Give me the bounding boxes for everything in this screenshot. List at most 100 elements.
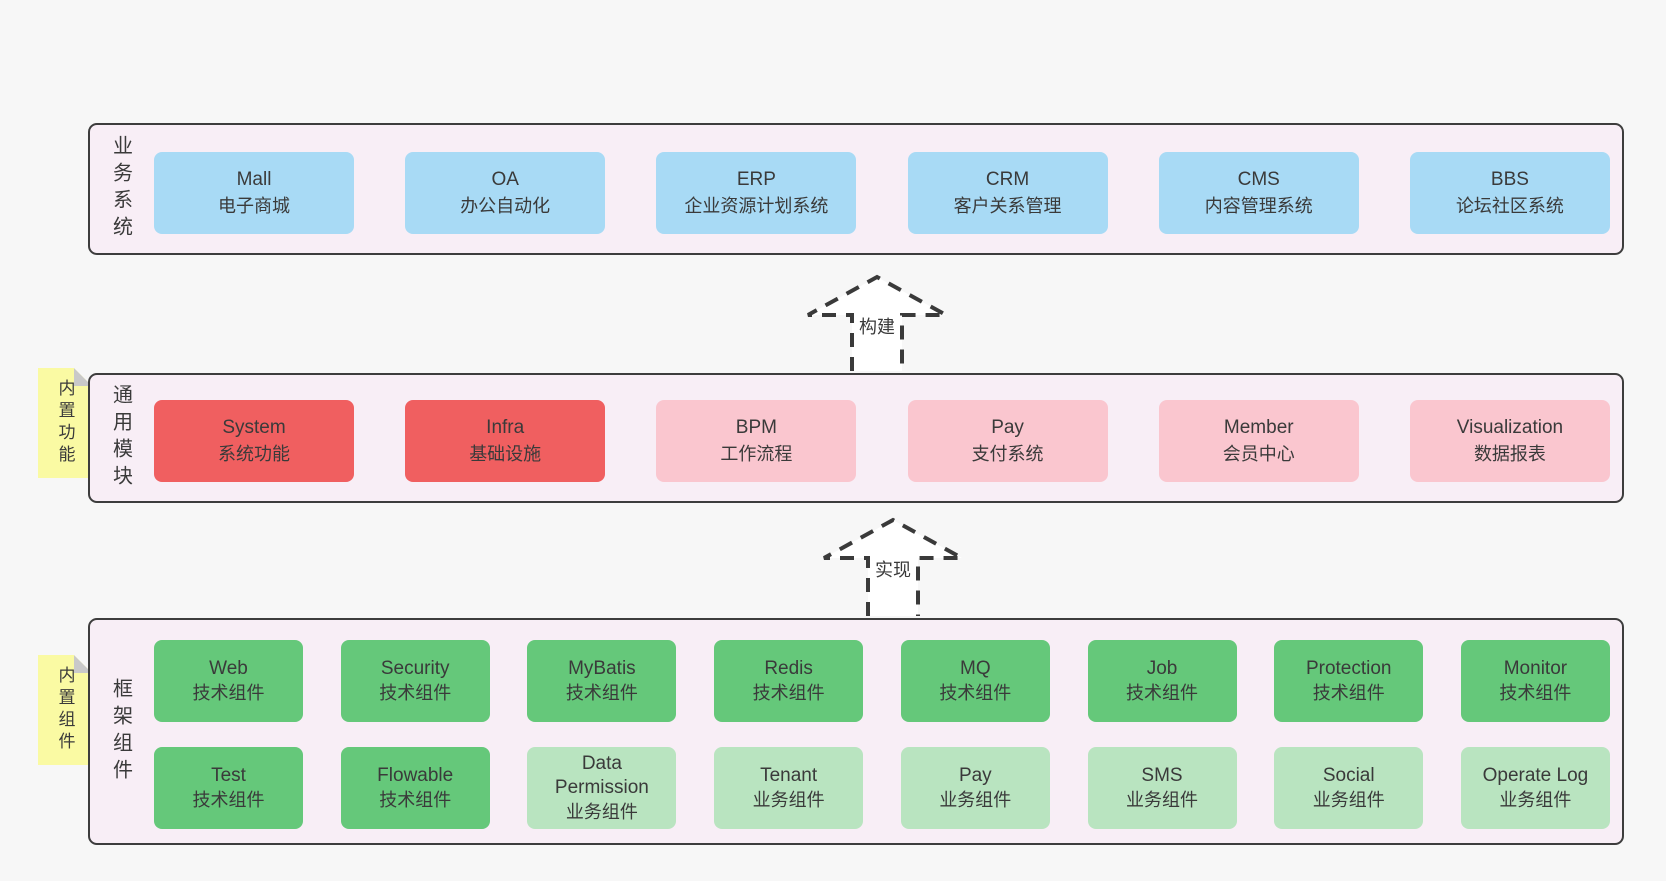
box-subtitle: 论坛社区系统 (1455, 196, 1564, 216)
box-title: CRM (985, 169, 1030, 190)
box-subtitle: 技术组件 (565, 683, 638, 703)
box-subtitle: 工作流程 (720, 444, 793, 464)
box-subtitle: 支付系统 (971, 444, 1044, 464)
box-title: Pay (991, 417, 1024, 438)
box-mq: MQ 技术组件 (900, 640, 1050, 722)
box-subtitle: 客户关系管理 (953, 196, 1062, 216)
box-web: Web 技术组件 (154, 640, 303, 722)
sticky-note-builtin-components: 内置组件 (38, 655, 92, 765)
box-job: Job 技术组件 (1087, 640, 1237, 722)
sticky-note-label: 内置功能 (55, 379, 75, 467)
box-member: Member 会员中心 (1158, 400, 1359, 482)
framework-row-1: Web 技术组件 Security 技术组件 MyBatis 技术组件 Redi… (154, 640, 1610, 722)
box-subtitle: 技术组件 (379, 790, 452, 810)
box-mall: Mall 电子商城 (154, 152, 354, 234)
box-title: Operate Log (1482, 765, 1589, 786)
section-label-business: 业务系统 (109, 135, 132, 243)
box-subtitle: 技术组件 (939, 683, 1012, 703)
section-framework-components: 框架组件 Web 技术组件 Security 技术组件 MyBatis 技术组件… (88, 618, 1624, 845)
box-title: SMS (1141, 765, 1183, 786)
box-flowable: Flowable 技术组件 (340, 747, 490, 829)
box-subtitle: 业务组件 (752, 790, 825, 810)
section-label-framework: 框架组件 (109, 677, 132, 786)
box-mybatis: MyBatis 技术组件 (527, 640, 677, 722)
box-infra: Infra 基础设施 (405, 400, 606, 482)
box-system: System 系统功能 (154, 400, 354, 482)
box-title: Redis (764, 658, 813, 679)
box-data-permission: Data Permission 业务组件 (527, 747, 677, 829)
box-pay-module: Pay 支付系统 (907, 400, 1108, 482)
box-subtitle: 技术组件 (1499, 683, 1572, 703)
box-sms: SMS 业务组件 (1087, 747, 1237, 829)
box-subtitle: 业务组件 (565, 802, 638, 822)
box-erp: ERP 企业资源计划系统 (656, 152, 857, 234)
box-test: Test 技术组件 (154, 747, 303, 829)
sticky-note-builtin-features: 内置功能 (38, 368, 92, 478)
arrow-implement: 实现 (818, 514, 968, 616)
business-row: Mall 电子商城 OA 办公自动化 ERP 企业资源计划系统 CRM 客户关系… (154, 152, 1610, 234)
box-subtitle: 技术组件 (1312, 683, 1385, 703)
section-business-systems: 业务系统 Mall 电子商城 OA 办公自动化 ERP 企业资源计划系统 CRM… (88, 123, 1624, 255)
box-visualization: Visualization 数据报表 (1409, 400, 1610, 482)
box-tenant: Tenant 业务组件 (714, 747, 864, 829)
box-oa: OA 办公自动化 (405, 152, 606, 234)
box-subtitle: 数据报表 (1473, 444, 1546, 464)
box-title: CMS (1237, 169, 1280, 190)
box-title: Flowable (377, 765, 454, 786)
box-title: Visualization (1456, 417, 1564, 438)
box-title: Tenant (760, 765, 818, 786)
box-subtitle: 技术组件 (192, 790, 265, 810)
box-title: System (222, 417, 286, 438)
box-title: Job (1146, 658, 1178, 679)
arrow-label: 构建 (854, 312, 900, 340)
arrow-build: 构建 (802, 271, 952, 371)
box-security: Security 技术组件 (340, 640, 490, 722)
box-protection: Protection 技术组件 (1274, 640, 1424, 722)
box-title: Protection (1305, 658, 1392, 679)
box-title: Test (211, 765, 246, 786)
box-title: Web (209, 658, 248, 679)
box-title: Pay (958, 765, 992, 786)
box-subtitle: 办公自动化 (460, 196, 551, 216)
box-subtitle: 系统功能 (218, 444, 290, 464)
box-title: Member (1223, 417, 1294, 438)
box-title: OA (491, 169, 519, 190)
box-cms: CMS 内容管理系统 (1158, 152, 1359, 234)
box-title: Mall (236, 169, 272, 190)
box-subtitle: 业务组件 (1312, 790, 1385, 810)
box-crm: CRM 客户关系管理 (907, 152, 1108, 234)
box-title: Infra (486, 417, 525, 438)
box-title: Monitor (1503, 658, 1568, 679)
box-title: MyBatis (568, 658, 636, 679)
box-pay-component: Pay 业务组件 (900, 747, 1050, 829)
box-subtitle: 技术组件 (379, 683, 452, 703)
framework-row-2: Test 技术组件 Flowable 技术组件 Data Permission … (154, 747, 1610, 829)
box-subtitle: 业务组件 (1126, 790, 1199, 810)
box-title: MQ (960, 658, 991, 679)
box-subtitle: 业务组件 (1499, 790, 1572, 810)
modules-row: System 系统功能 Infra 基础设施 BPM 工作流程 Pay 支付系统… (154, 400, 1610, 482)
box-monitor: Monitor 技术组件 (1460, 640, 1610, 722)
arrow-label: 实现 (870, 555, 916, 583)
box-title: Security (380, 658, 450, 679)
box-subtitle: 基础设施 (469, 444, 542, 464)
box-title: Social (1322, 765, 1375, 786)
box-title: Data Permission (554, 753, 649, 798)
box-subtitle: 技术组件 (1126, 683, 1199, 703)
box-bpm: BPM 工作流程 (656, 400, 857, 482)
sticky-note-label: 内置组件 (55, 666, 75, 754)
box-operate-log: Operate Log 业务组件 (1460, 747, 1610, 829)
box-subtitle: 电子商城 (218, 196, 290, 216)
section-common-modules: 通用模块 System 系统功能 Infra 基础设施 BPM 工作流程 Pay… (88, 373, 1624, 503)
box-title: BPM (735, 417, 777, 438)
box-redis: Redis 技术组件 (714, 640, 864, 722)
box-subtitle: 企业资源计划系统 (684, 196, 829, 216)
box-subtitle: 内容管理系统 (1204, 196, 1313, 216)
box-title: BBS (1490, 169, 1529, 190)
box-bbs: BBS 论坛社区系统 (1409, 152, 1610, 234)
box-title: ERP (736, 169, 776, 190)
section-label-modules: 通用模块 (109, 384, 132, 492)
box-subtitle: 技术组件 (192, 683, 265, 703)
box-subtitle: 会员中心 (1222, 444, 1295, 464)
